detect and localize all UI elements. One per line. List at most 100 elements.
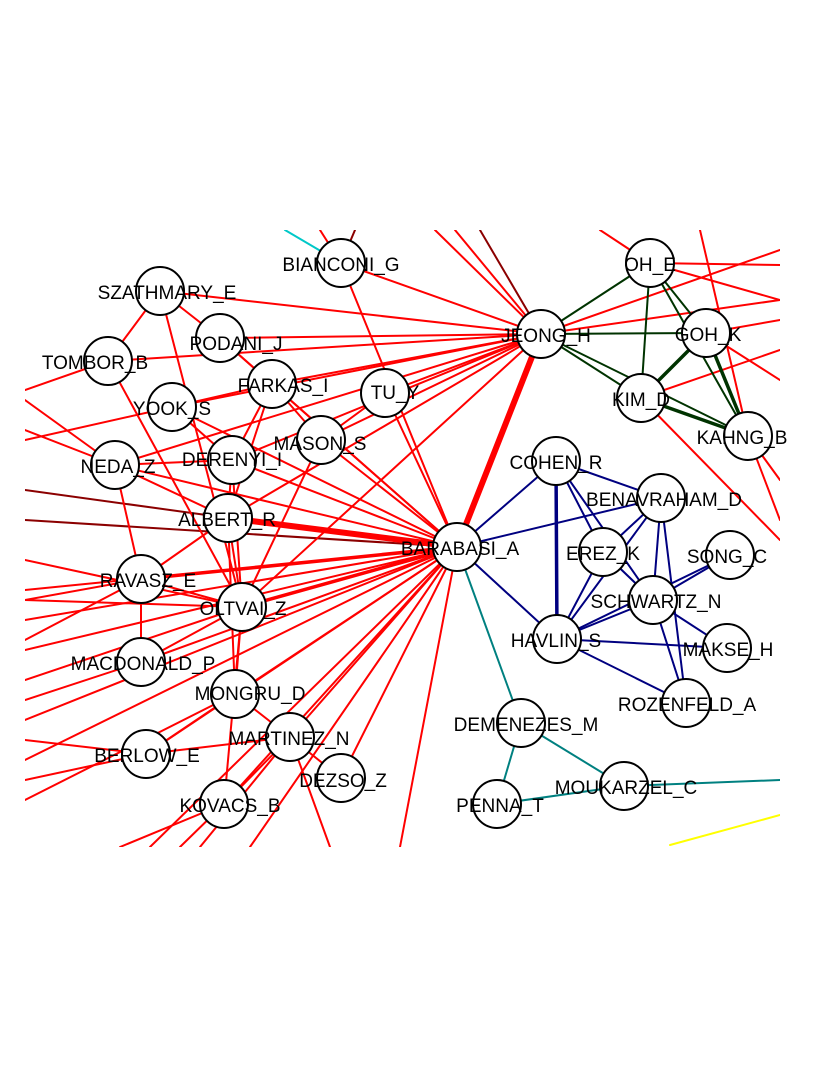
node-benavraham-d[interactable]: BENAVRAHAM_D <box>586 473 742 523</box>
node-farkas-i[interactable]: FARKAS_I <box>238 359 329 409</box>
node-schwartz-n[interactable]: SCHWARTZ_N <box>591 575 722 625</box>
node-label: BERLOW_E <box>94 746 200 767</box>
node-moukarzel-c[interactable]: MOUKARZEL_C <box>555 761 698 811</box>
edge-jeong_h-tu_y <box>384 333 542 394</box>
node-martinez-n[interactable]: MARTINEZ_N <box>228 712 350 762</box>
edge-offscreen <box>640 397 780 541</box>
node-kovacs-b[interactable]: KOVACS_B <box>179 779 281 829</box>
edge-jeong_h-podani_j <box>219 333 542 339</box>
edge-jeong_h-mason_s <box>320 333 542 441</box>
node-label: NEDA_Z <box>81 457 156 478</box>
node-circle <box>316 238 366 288</box>
node-label: TOMBOR_B <box>42 353 148 374</box>
node-circle <box>316 753 366 803</box>
node-circle <box>135 266 185 316</box>
edge-jeong_h-neda_z <box>114 333 542 466</box>
edge-barabasi_a-demenezes_m <box>456 546 522 724</box>
edge-jeong_h-yook_s <box>171 333 542 408</box>
node-tombor-b[interactable]: TOMBOR_B <box>42 336 148 386</box>
node-label: BIANCONI_G <box>282 255 399 276</box>
node-label: EREZ_K <box>566 544 640 565</box>
node-mongru-d[interactable]: MONGRU_D <box>195 669 306 719</box>
node-label: TU_Y <box>371 383 420 404</box>
node-oh-e[interactable]: OH_E <box>624 238 676 288</box>
node-makse-h[interactable]: MAKSE_H <box>683 623 774 673</box>
node-circle <box>83 336 133 386</box>
node-circle <box>472 779 522 829</box>
node-circle <box>599 761 649 811</box>
node-label: KAHNG_B <box>697 428 788 449</box>
node-circle <box>121 729 171 779</box>
node-albert-r[interactable]: ALBERT_R <box>178 493 276 543</box>
node-circle <box>207 435 257 485</box>
node-label: KOVACS_B <box>179 796 280 817</box>
node-jeong-h[interactable]: JEONG_H <box>501 309 591 359</box>
node-berlow-e[interactable]: BERLOW_E <box>94 729 200 779</box>
node-label: OLTVAI_Z <box>200 599 287 620</box>
node-szathmary-e[interactable]: SZATHMARY_E <box>98 266 237 316</box>
node-label: ALBERT_R <box>178 510 276 531</box>
node-goh-k[interactable]: GOH_K <box>675 308 742 358</box>
node-label: MOUKARZEL_C <box>555 778 698 799</box>
node-song-c[interactable]: SONG_C <box>687 530 767 580</box>
edge-szathmary_e-oltvai_z <box>159 290 243 608</box>
node-circle <box>628 575 678 625</box>
node-kahng-b[interactable]: KAHNG_B <box>697 411 788 461</box>
node-havlin-s[interactable]: HAVLIN_S <box>511 614 601 664</box>
node-circle <box>90 440 140 490</box>
node-cohen-r[interactable]: COHEN_R <box>510 436 603 486</box>
node-circle <box>532 614 582 664</box>
node-circle <box>705 530 755 580</box>
node-label: ROZENFELD_A <box>618 695 757 716</box>
node-label: GOH_K <box>675 325 742 346</box>
edge-offscreen <box>540 299 780 335</box>
edge-barabasi_a-macdonald_p <box>140 546 458 663</box>
node-penna-t[interactable]: PENNA_T <box>456 779 544 829</box>
node-tu-y[interactable]: TU_Y <box>360 368 420 418</box>
node-label: PODANI_J <box>190 334 283 355</box>
node-mason-s[interactable]: MASON_S <box>274 415 367 465</box>
edge-barabasi_a-oltvai_z <box>240 545 459 609</box>
node-label: MASON_S <box>274 434 367 455</box>
edge-barabasi_a-kovacs_b <box>223 546 458 805</box>
node-rozenfeld-a[interactable]: ROZENFELD_A <box>618 678 757 728</box>
node-kim-d[interactable]: KIM_D <box>612 373 670 423</box>
edge-oltvai_z-tombor_b <box>107 360 243 608</box>
node-erez-k[interactable]: EREZ_K <box>566 527 640 577</box>
edge-barabasi_a-benavraham_d <box>456 497 662 548</box>
node-macdonald-p[interactable]: MACDONALD_P <box>71 637 216 687</box>
node-podani-j[interactable]: PODANI_J <box>190 313 283 363</box>
node-derenyi-i[interactable]: DERENYI_I <box>182 435 282 485</box>
node-label: SCHWARTZ_N <box>591 592 722 613</box>
node-circle <box>217 582 267 632</box>
node-demenezes-m[interactable]: DEMENEZES_M <box>454 698 599 748</box>
node-circle <box>723 411 773 461</box>
node-yook-s[interactable]: YOOK_S <box>133 382 211 432</box>
node-circle <box>702 623 752 673</box>
edge-barabasi_a-albert_r <box>225 515 460 550</box>
edge-barabasi_a-ravasz_e <box>139 545 459 581</box>
edge-jeong_h-tombor_b <box>107 333 542 362</box>
node-label: MACDONALD_P <box>71 654 216 675</box>
node-circle <box>210 669 260 719</box>
node-circle <box>578 527 628 577</box>
node-bianconi-g[interactable]: BIANCONI_G <box>282 238 400 288</box>
node-dezso-z[interactable]: DEZSO_Z <box>299 753 387 803</box>
node-ravasz-e[interactable]: RAVASZ_E <box>100 554 196 604</box>
node-neda-z[interactable]: NEDA_Z <box>81 440 156 490</box>
node-label: OH_E <box>624 255 676 276</box>
node-barabasi-a[interactable]: BARABASI_A <box>401 522 520 572</box>
edge-cohen_r-havlin_s <box>554 459 559 641</box>
node-oltvai-z[interactable]: OLTVAI_Z <box>200 582 287 632</box>
node-circle <box>203 493 253 543</box>
node-circle <box>265 712 315 762</box>
edge-offscreen <box>25 546 458 721</box>
node-label: COHEN_R <box>510 453 603 474</box>
edge-barabasi_a-yook_s <box>171 406 458 548</box>
node-label: BENAVRAHAM_D <box>586 490 742 511</box>
node-label: MARTINEZ_N <box>228 729 349 750</box>
node-circle <box>661 678 711 728</box>
node-circle <box>516 309 566 359</box>
node-label: KIM_D <box>612 390 670 411</box>
edge-barabasi_a-mason_s <box>320 439 458 548</box>
